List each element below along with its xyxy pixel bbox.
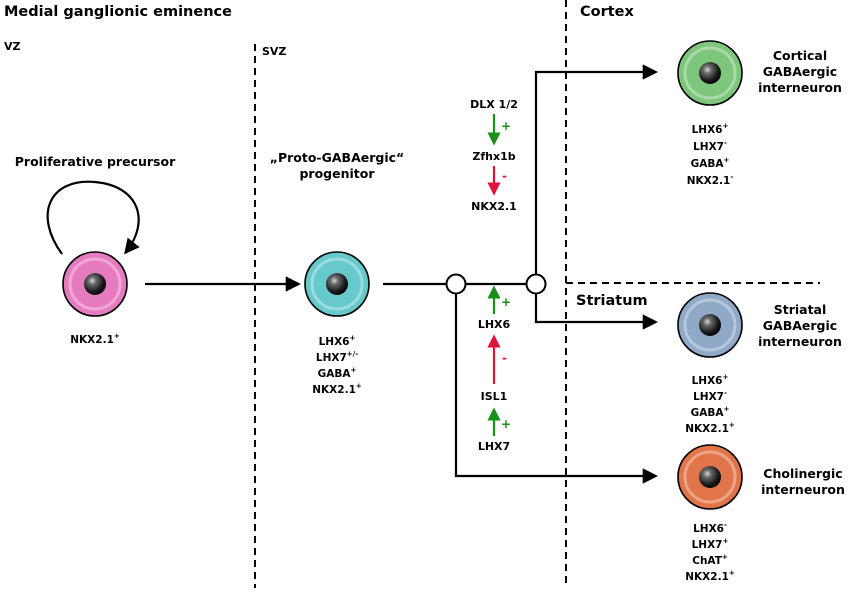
cortical-title: Cortical GABAergic interneuron <box>758 48 842 95</box>
marker-label: GABA+ <box>691 405 730 419</box>
activation-sign: + <box>501 417 511 431</box>
gene-label: DLX 1/2 <box>470 98 518 111</box>
title-line: interneuron <box>761 482 845 497</box>
nucleus <box>326 273 348 295</box>
repression-sign: - <box>502 169 507 183</box>
proliferative-title: Proliferative precursor <box>15 154 176 169</box>
region-title-striatum: Striatum <box>576 293 648 309</box>
marker-label: GABA+ <box>318 366 357 380</box>
cholinergic-markers: LHX6- LHX7+ ChAT+ NKX2.1+ <box>685 521 735 583</box>
striatal-branch-arrow <box>534 294 659 330</box>
marker-label: ChAT+ <box>692 553 728 567</box>
activation-sign: + <box>501 119 511 133</box>
cell-membrane-highlight <box>683 46 737 100</box>
cell-membrane-highlight <box>68 257 122 311</box>
gene-label: Zfhx1b <box>472 150 515 163</box>
branch-node-lower <box>445 273 467 295</box>
cholinergic-branch-arrow <box>454 294 659 484</box>
proto-cell <box>304 251 370 317</box>
marker-label: LHX7- <box>693 389 727 403</box>
cell-membrane-highlight <box>683 298 737 352</box>
marker-label: GABA+ <box>691 156 730 170</box>
cell-membrane-highlight <box>310 257 364 311</box>
title-line: interneuron <box>758 80 842 95</box>
nucleus <box>699 314 721 336</box>
gene-label: LHX7 <box>478 440 510 453</box>
title-line: GABAergic <box>763 318 837 333</box>
striatal-title: Striatal GABAergic interneuron <box>758 302 842 349</box>
title-line: Cholinergic <box>763 466 842 481</box>
striatal-cell <box>677 292 743 358</box>
marker-label: NKX2.1+ <box>70 332 120 346</box>
marker-label: NKX2.1+ <box>312 382 362 396</box>
proto-title-line2: progenitor <box>299 166 375 181</box>
marker-label: NKX2.1+ <box>685 569 735 583</box>
proto-title-line1: „Proto-GABAergic“ <box>270 150 405 165</box>
repression-sign: - <box>502 351 507 365</box>
marker-label: LHX6+ <box>692 373 729 387</box>
region-title-mge: Medial ganglionic eminence <box>4 4 232 20</box>
region-title-cortex: Cortex <box>580 4 635 20</box>
striatal-markers: LHX6+ LHX7- GABA+ NKX2.1+ <box>685 373 735 435</box>
zone-label-svz: SVZ <box>262 45 286 58</box>
marker-label: LHX7+ <box>692 537 729 551</box>
upper-cascade: DLX 1/2 + Zfhx1b - NKX2.1 <box>470 98 518 213</box>
marker-label: LHX6+ <box>319 334 356 348</box>
gene-label: ISL1 <box>481 390 508 403</box>
cortical-cell <box>677 40 743 106</box>
nucleus <box>699 62 721 84</box>
cortical-branch-arrow <box>534 64 659 274</box>
proto-markers: LHX6+ LHX7+/- GABA+ NKX2.1+ <box>312 334 362 396</box>
cell-membrane-highlight <box>683 450 737 504</box>
marker-label: LHX7- <box>693 139 727 153</box>
marker-label: LHX6+ <box>692 122 729 136</box>
self-renewal-arrow <box>46 180 140 255</box>
marker-label: LHX6- <box>693 521 727 535</box>
title-line: Cortical <box>773 48 827 63</box>
cortical-markers: LHX6+ LHX7- GABA+ NKX2.1- <box>687 122 734 187</box>
proliferative-cell <box>62 251 128 317</box>
nucleus <box>84 273 106 295</box>
cholinergic-cell <box>677 444 743 510</box>
lower-cascade: + LHX6 - ISL1 + LHX7 <box>478 285 511 453</box>
activation-sign: + <box>501 295 511 309</box>
marker-label: LHX7+/- <box>316 350 358 364</box>
branch-node-upper <box>525 273 547 295</box>
nucleus <box>699 466 721 488</box>
title-line: GABAergic <box>763 64 837 79</box>
zone-label-vz: VZ <box>4 40 21 53</box>
gene-label: NKX2.1 <box>471 200 517 213</box>
cholinergic-title: Cholinergic interneuron <box>761 466 845 497</box>
title-line: interneuron <box>758 334 842 349</box>
title-line: Striatal <box>774 302 827 317</box>
marker-label: NKX2.1+ <box>685 421 735 435</box>
gene-label: LHX6 <box>478 318 511 331</box>
marker-label: NKX2.1- <box>687 173 734 187</box>
